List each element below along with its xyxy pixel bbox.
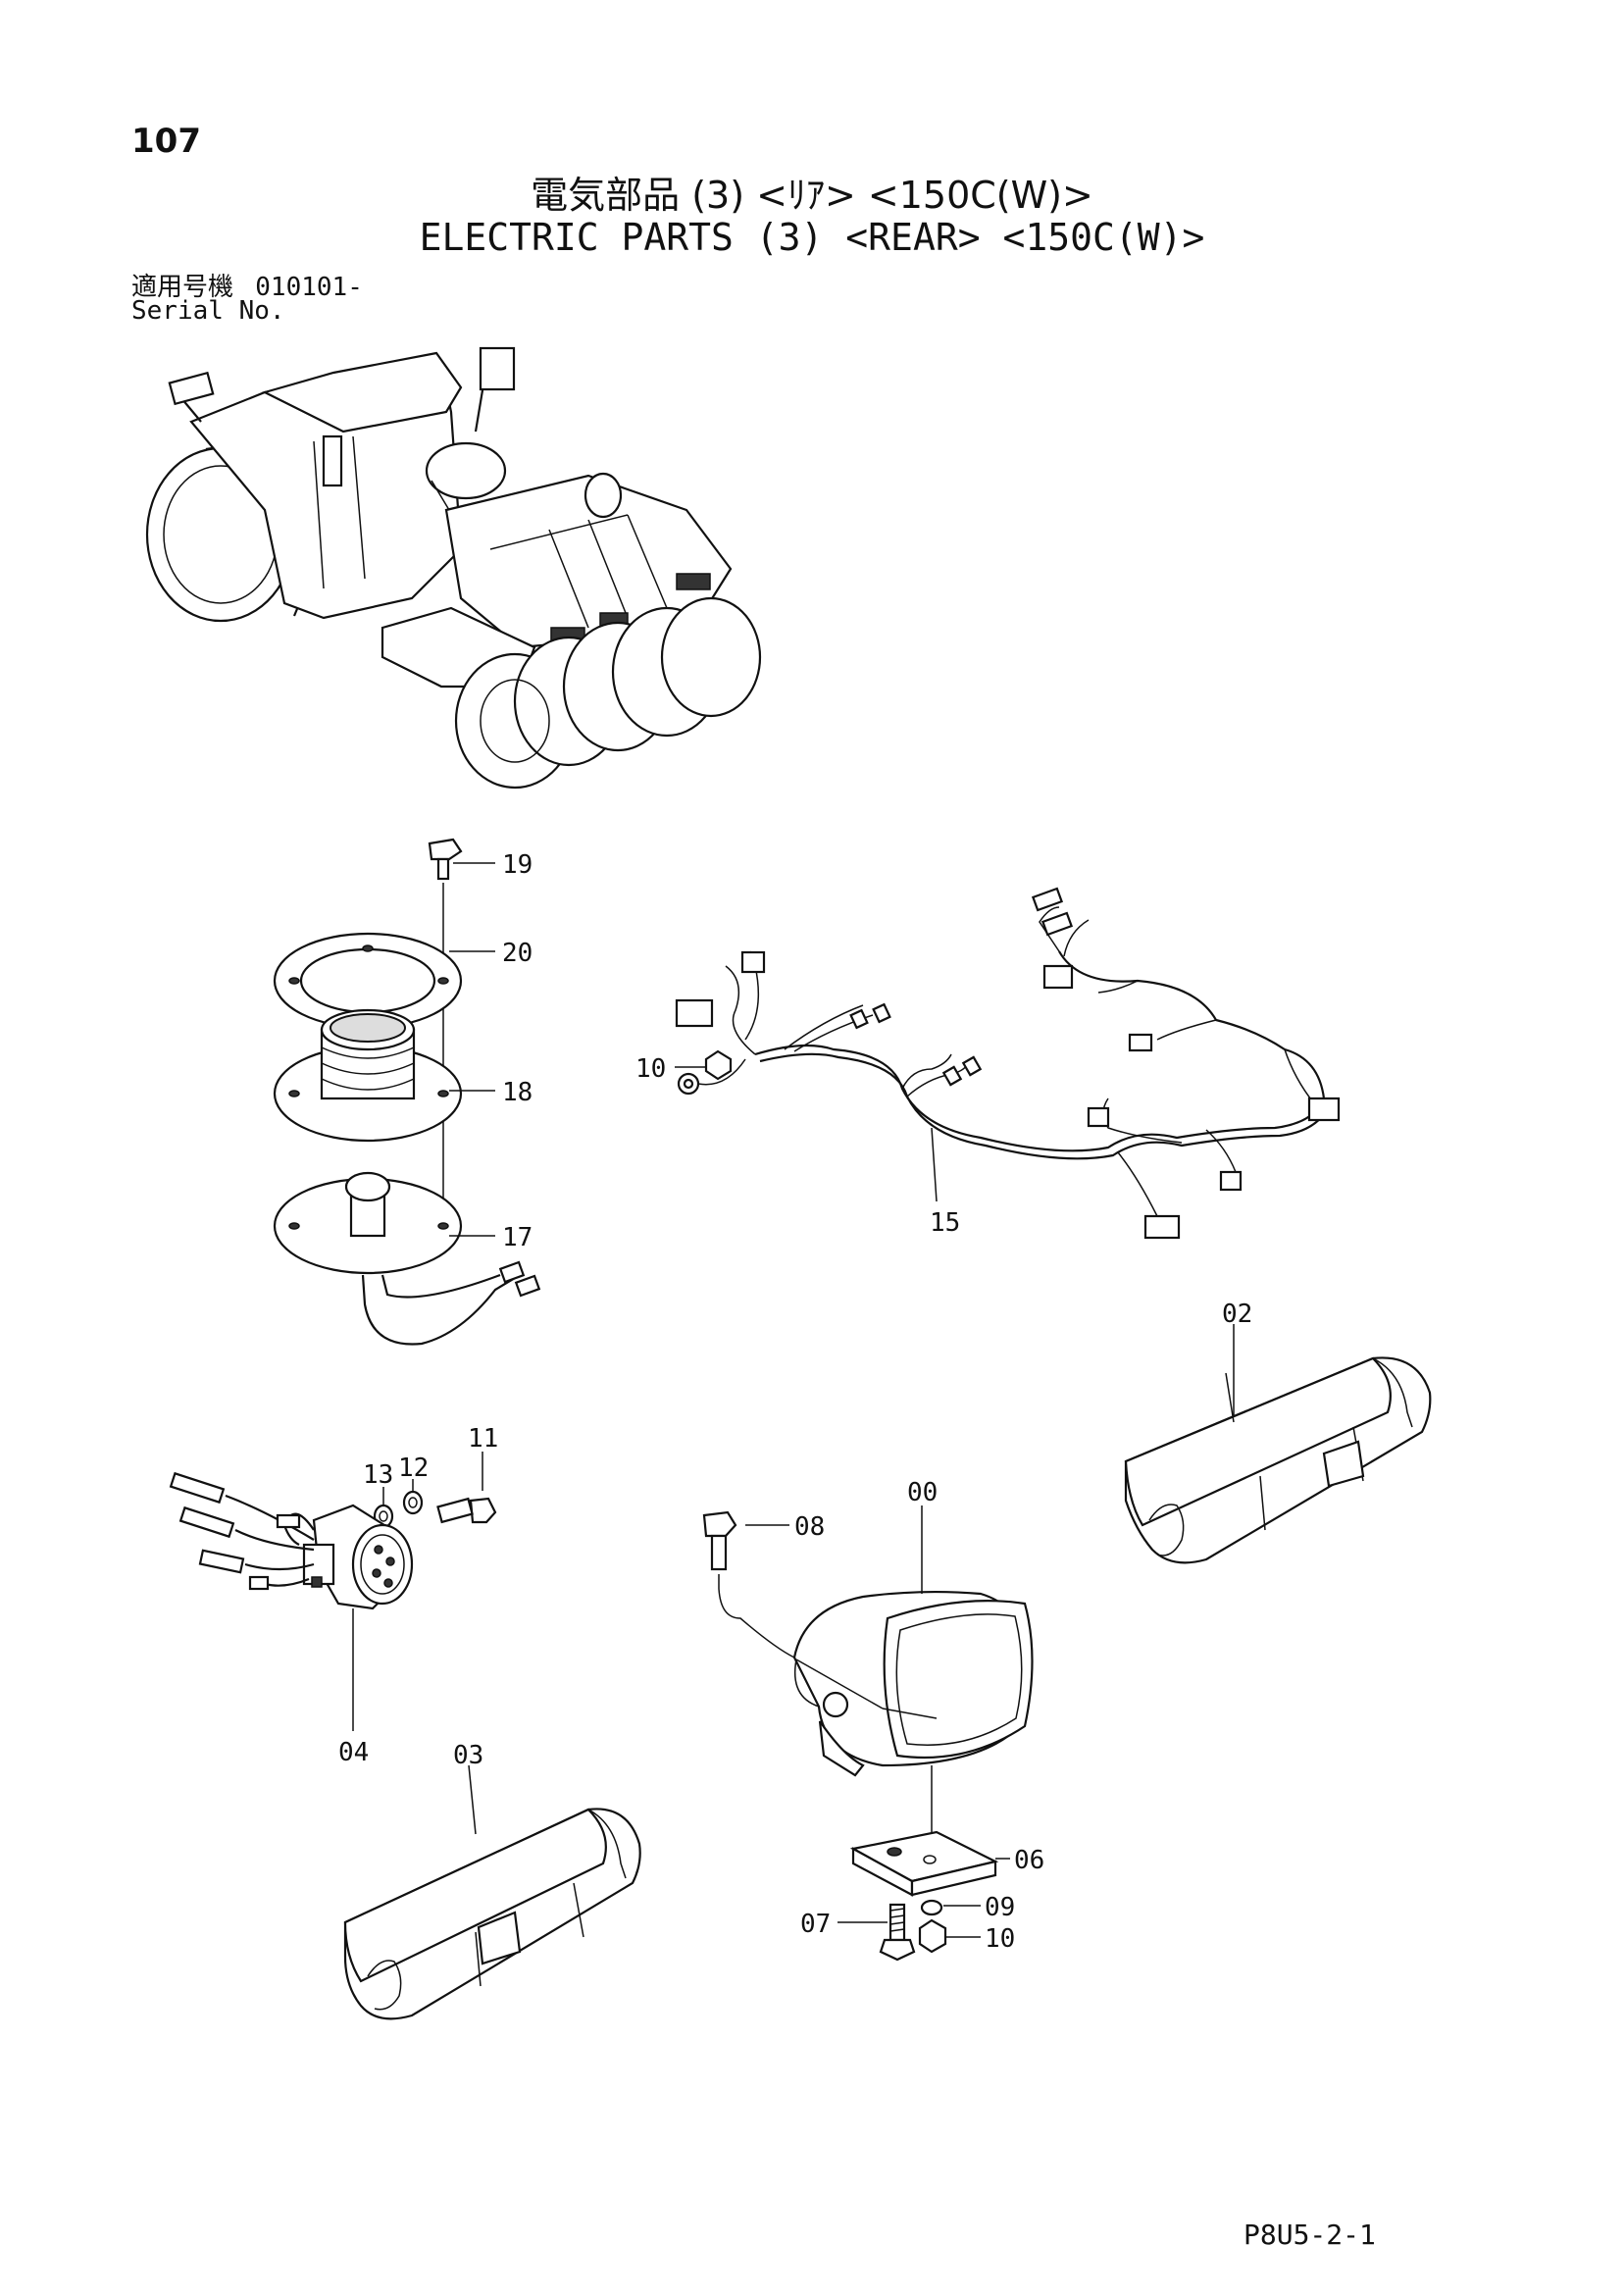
combination-lamp-03-illustration (343, 1764, 641, 2020)
serial-applicable-row: 適用号機 010101- (131, 267, 363, 303)
serial-label-jp: 適用号機 (131, 273, 234, 302)
callout-10-nut: 10 (985, 1924, 1015, 1954)
wire-harness-illustration (675, 887, 1341, 1240)
callout-13: 13 (363, 1460, 393, 1490)
work-lamp-illustration (702, 1510, 1034, 1962)
drawing-code: P8U5-2-1 (1243, 2219, 1376, 2251)
callout-00: 00 (907, 1478, 938, 1507)
callout-10-harness: 10 (635, 1054, 666, 1084)
callout-17: 17 (502, 1223, 533, 1252)
callout-07: 07 (800, 1910, 831, 1939)
callout-11: 11 (468, 1424, 498, 1454)
callout-04: 04 (338, 1738, 369, 1767)
callout-19: 19 (502, 850, 533, 880)
title-english: ELECTRIC PARTS (3) <REAR> <150C(W)> (419, 216, 1205, 259)
callout-18: 18 (502, 1078, 533, 1107)
serial-label-en: Serial No. (131, 296, 285, 326)
beacon-assembly-illustration (273, 838, 541, 1346)
callout-09: 09 (985, 1893, 1015, 1922)
machine-overview-illustration (145, 346, 762, 790)
callout-08: 08 (794, 1512, 825, 1542)
callout-03: 03 (453, 1741, 483, 1770)
leader-lines (449, 862, 1235, 1594)
callout-15: 15 (930, 1208, 960, 1238)
callout-06: 06 (1014, 1846, 1044, 1875)
title-japanese: 電気部品 (3) <ﾘｱ> <150C(W)> (531, 174, 1093, 217)
serial-value: 010101- (255, 273, 363, 302)
callout-20: 20 (502, 939, 533, 968)
connector-assembly-illustration (169, 1452, 497, 1731)
combination-lamp-02-illustration (1124, 1356, 1432, 1564)
callout-02: 02 (1222, 1300, 1252, 1329)
callout-12: 12 (398, 1454, 429, 1483)
page-number: 107 (131, 122, 201, 161)
